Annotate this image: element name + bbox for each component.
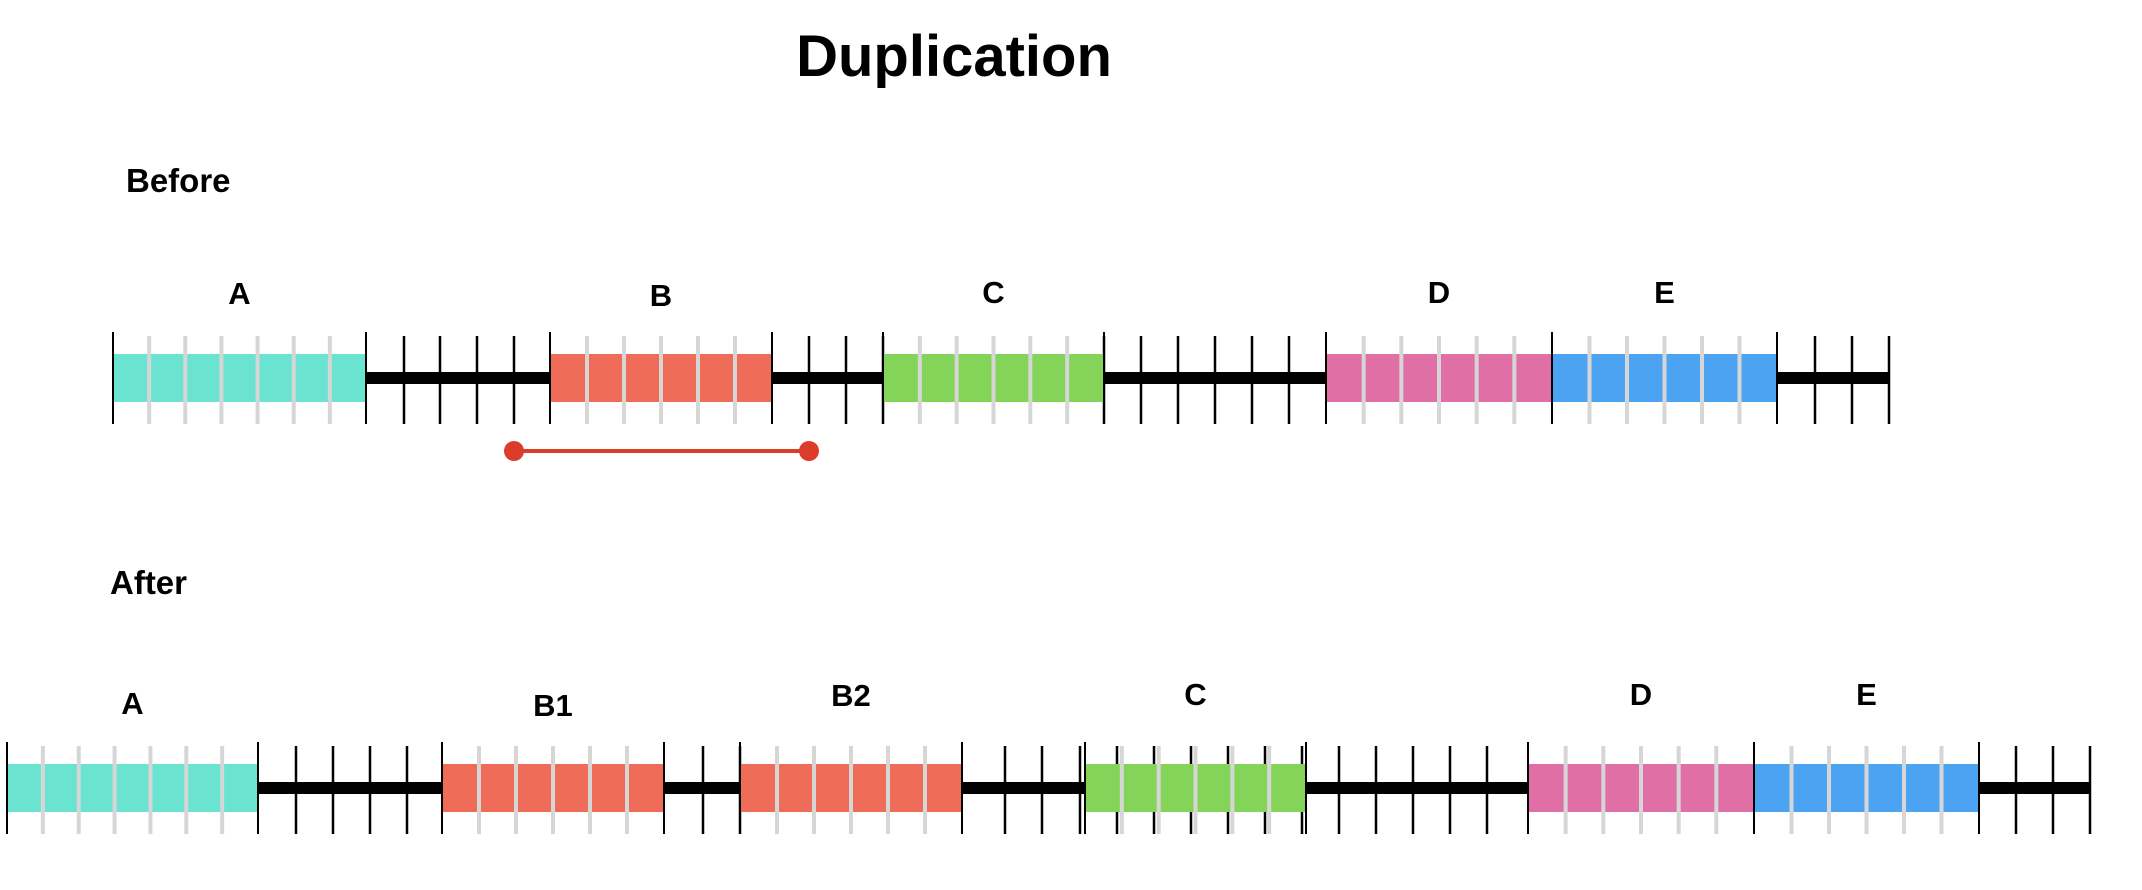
gene-label-b2: B2: [831, 678, 871, 713]
gene-label-a: A: [228, 276, 250, 311]
gene-label-c: C: [1184, 677, 1206, 712]
gene-block-a: [113, 354, 366, 402]
before-label: Before: [126, 162, 231, 199]
gene-label-d: D: [1428, 275, 1450, 310]
gene-label-e: E: [1654, 275, 1675, 310]
gene-block-a: [7, 764, 258, 812]
gene-label-a: A: [121, 686, 143, 721]
gene-label-c: C: [982, 275, 1004, 310]
gene-label-e: E: [1856, 677, 1877, 712]
gene-label-d: D: [1630, 677, 1652, 712]
after-label: After: [110, 564, 187, 601]
gene-label-b1: B1: [533, 688, 573, 723]
duplication-span-end-dot: [799, 441, 819, 461]
duplication-span-start-dot: [504, 441, 524, 461]
before-chromosome: A B C D E: [112, 275, 1891, 461]
gene-label-b: B: [650, 278, 672, 313]
diagram-title: Duplication: [796, 24, 1112, 89]
after-chromosome: A B1 B2 C D E: [6, 677, 2092, 834]
